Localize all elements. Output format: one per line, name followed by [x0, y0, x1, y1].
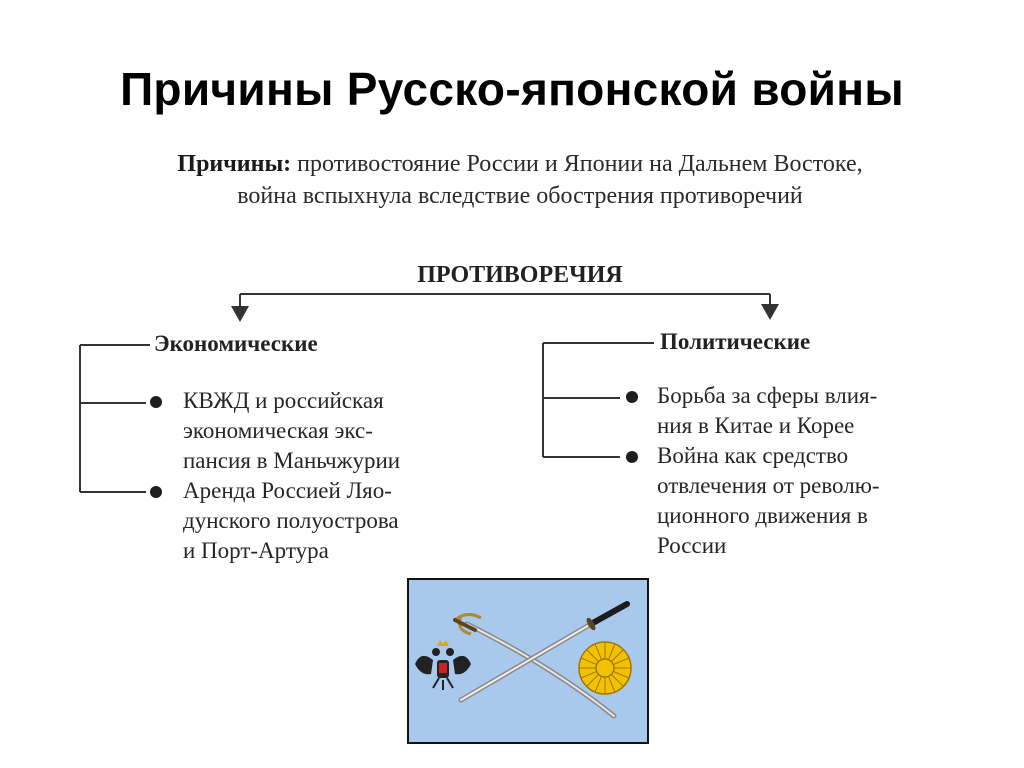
economic-title: Экономические	[154, 331, 318, 356]
left-arrow-head	[231, 306, 249, 322]
right-arrow-head	[761, 304, 779, 320]
bullet-icon	[150, 396, 162, 408]
emblem-image	[409, 580, 647, 742]
intro-body: противостояние России и Японии на Дальне…	[237, 151, 863, 209]
diagram-heading: ПРОТИВОРЕЧИЯ	[417, 262, 623, 288]
chrysanthemum-icon	[578, 641, 632, 695]
bullet-icon	[150, 486, 162, 498]
slide-title: Причины Русско-японской войны	[120, 63, 904, 115]
bullet-icon	[626, 391, 638, 403]
double-headed-eagle-icon	[415, 640, 471, 690]
crossed-swords-icon	[453, 601, 630, 719]
intro-text: Причины: противостояние России и Японии …	[150, 148, 890, 212]
economic-item-1: КВЖД и российская экономическая экс- пан…	[183, 388, 401, 473]
intro-lead: Причины:	[177, 151, 292, 177]
economic-item-2: Аренда Россией Ляо- дунского полуострова…	[183, 478, 399, 563]
political-item-1: Борьба за сферы влия- ния в Китае и Коре…	[657, 383, 878, 438]
emblem-frame	[407, 578, 649, 744]
political-item-2: Война как средство отвлечения от револю-…	[657, 443, 880, 558]
political-title: Политические	[660, 329, 811, 354]
bullet-icon	[626, 451, 638, 463]
